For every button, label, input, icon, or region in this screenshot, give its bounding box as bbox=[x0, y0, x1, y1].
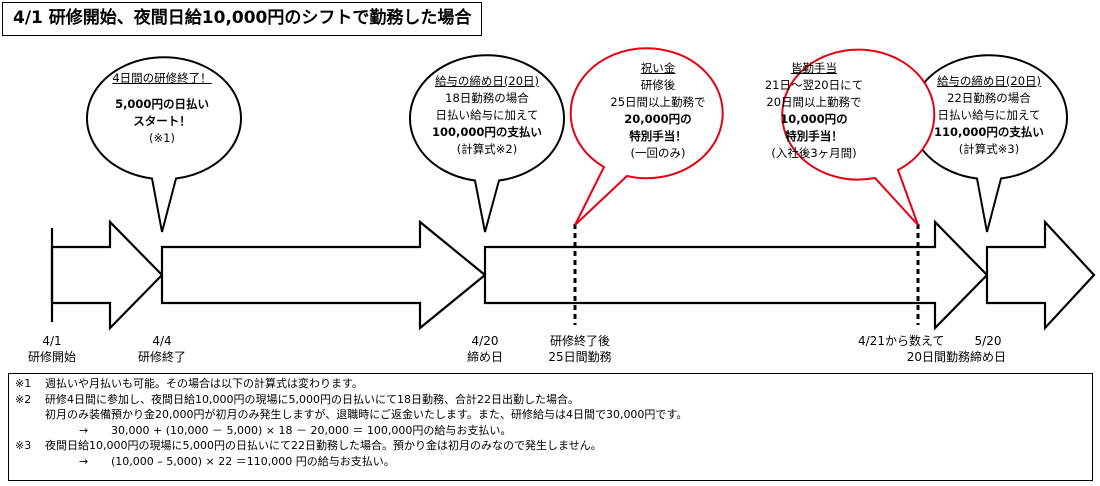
bubble-3-line3: 25日間以上勤務で bbox=[610, 95, 706, 109]
note-3-calc-line: → (10,000 – 5,000) × 22 ＝110,000 円の給与お支払い… bbox=[15, 454, 1086, 470]
bubble-2-line5: (計算式※2) bbox=[456, 142, 518, 156]
bubble-2-text: 給与の締め日(20日) 18日勤務の場合 日払い給与に加えて 100,000円の… bbox=[412, 73, 562, 158]
bubble-1-line2: 5,000円の日払い bbox=[115, 97, 209, 111]
timeline-diagram bbox=[50, 47, 1096, 331]
date-label-4-20: 4/20 締め日 bbox=[445, 333, 525, 365]
bubble-3-text: 祝い金 研修後 25日間以上勤務で 20,000円の 特別手当！ (一回のみ) bbox=[588, 60, 728, 162]
callout-bubble-1 bbox=[86, 56, 242, 233]
date-label-4-1: 4/1 研修開始 bbox=[10, 333, 94, 365]
arrow-segment-4 bbox=[985, 219, 1096, 331]
notes-box: ※1 週払いや月払いも可能。その場合は以下の計算式は変わります。 ※2 研修4日… bbox=[8, 373, 1093, 481]
arrow-icon: → bbox=[79, 423, 89, 437]
bubble-4-line5: 特別手当！ bbox=[785, 129, 843, 143]
bubble-4-line6: (入社後3ヶ月間) bbox=[771, 146, 857, 160]
arrow-icon: → bbox=[79, 454, 89, 468]
note-1: ※1 週払いや月払いも可能。その場合は以下の計算式は変わります。 bbox=[15, 376, 1086, 392]
after-training-label: 研修終了後 bbox=[549, 334, 610, 348]
note-1-mark: ※1 bbox=[15, 377, 32, 390]
date-label-25days: 研修終了後 25日間勤務 bbox=[535, 333, 625, 365]
arrow-segment-1 bbox=[50, 219, 164, 331]
date-label-20days: 4/21から数えて 20日間勤務 bbox=[858, 333, 970, 365]
date-5-20-caption: 締め日 bbox=[969, 350, 1006, 364]
callout-bubble-3 bbox=[569, 47, 724, 226]
bubble-1-line3: スタート！ bbox=[133, 114, 191, 128]
bubble-4-line2: 21日～翌20日にて bbox=[764, 78, 864, 92]
bubble-3-line5: 特別手当！ bbox=[629, 129, 687, 143]
bubble-1-line4: (※1) bbox=[149, 131, 175, 145]
note-3-mark: ※3 bbox=[15, 439, 32, 452]
bubble-4-line3: 20日間以上勤務で bbox=[766, 95, 862, 109]
20-days-work-label: 20日間勤務 bbox=[906, 350, 970, 364]
note-3-text: 夜間日給10,000円の現場に5,000円の日払いにて22日勤務した場合。預かり… bbox=[45, 439, 602, 452]
bubble-3-line4: 20,000円の bbox=[624, 112, 692, 126]
bubble-4-line1: 皆勤手当 bbox=[791, 61, 837, 75]
date-4-20-caption: 締め日 bbox=[466, 350, 503, 364]
date-4-1: 4/1 bbox=[42, 334, 62, 348]
bubble-2-line4: 100,000円の支払い bbox=[432, 125, 542, 139]
bubble-5-line4: 110,000円の支払い bbox=[934, 125, 1044, 139]
note-1-text: 週払いや月払いも可能。その場合は以下の計算式は変わります。 bbox=[45, 377, 363, 390]
note-2-text: 研修4日間に参加し、夜間日給10,000円の現場に5,000円の日払いにて18日… bbox=[45, 392, 579, 406]
bubble-1-text: 4日間の研修終了！ 5,000円の日払い スタート！ (※1) bbox=[92, 70, 232, 147]
callout-bubble-2 bbox=[409, 54, 565, 233]
bubble-5-line5: (計算式※3) bbox=[958, 142, 1020, 156]
bubble-4-line4: 10,000円の bbox=[780, 112, 848, 126]
note-3-calc: (10,000 – 5,000) × 22 ＝110,000 円の給与お支払い。 bbox=[111, 454, 395, 468]
bubble-3-line2: 研修後 bbox=[640, 78, 676, 92]
note-2-mark: ※2 bbox=[15, 392, 32, 406]
callout-bubble-4 bbox=[781, 48, 936, 226]
bubble-3-line1: 祝い金 bbox=[640, 61, 676, 75]
bubble-4-text: 皆勤手当 21日～翌20日にて 20日間以上勤務で 10,000円の 特別手当！… bbox=[744, 60, 884, 162]
date-4-20: 4/20 bbox=[471, 334, 499, 348]
date-4-1-caption: 研修開始 bbox=[27, 350, 76, 364]
bubble-3-line6: (一回のみ) bbox=[630, 146, 686, 160]
25-days-work-label: 25日間勤務 bbox=[548, 350, 612, 364]
note-3: ※3 夜間日給10,000円の現場に5,000円の日払いにて22日勤務した場合。… bbox=[15, 438, 1086, 454]
date-5-20: 5/20 bbox=[974, 334, 1002, 348]
note-2-calc-line: → 30,000 + (10,000 － 5,000) × 18 － 20,000… bbox=[15, 423, 1086, 439]
note-2: ※2 研修4日間に参加し、夜間日給10,000円の現場に5,000円の日払いにて… bbox=[15, 392, 1086, 408]
arrow-segment-2 bbox=[160, 219, 487, 331]
date-label-5-20: 5/20 締め日 bbox=[958, 333, 1018, 365]
bubble-2-line1: 給与の締め日(20日) bbox=[434, 74, 540, 88]
note-2-calc: 30,000 + (10,000 － 5,000) × 18 － 20,000 … bbox=[111, 423, 512, 437]
bubble-5-line1: 給与の締め日(20日) bbox=[936, 74, 1042, 88]
bubble-5-line2: 22日勤務の場合 bbox=[947, 91, 1031, 105]
bubble-2-line3: 日払い給与に加えて bbox=[435, 108, 539, 122]
count-from-4-21-label: 4/21から数えて bbox=[858, 334, 945, 348]
date-label-4-4: 4/4 研修終了 bbox=[120, 333, 204, 365]
bubble-5-line3: 日払い給与に加えて bbox=[937, 108, 1041, 122]
bubble-2-line2: 18日勤務の場合 bbox=[445, 91, 529, 105]
arrow-segment-3 bbox=[483, 219, 989, 331]
note-2-text-2: 初月のみ装備預かり金20,000円が初月のみ発生しますが、退職時にご返金いたしま… bbox=[45, 408, 688, 421]
bubble-5-text: 給与の締め日(20日) 22日勤務の場合 日払い給与に加えて 110,000円の… bbox=[914, 73, 1064, 158]
date-4-4: 4/4 bbox=[152, 334, 172, 348]
date-4-4-caption: 研修終了 bbox=[137, 350, 186, 364]
bubble-1-line1: 4日間の研修終了！ bbox=[112, 71, 212, 85]
page-title: 4/1 研修開始、夜間日給10,000円のシフトで勤務した場合 bbox=[2, 2, 483, 36]
